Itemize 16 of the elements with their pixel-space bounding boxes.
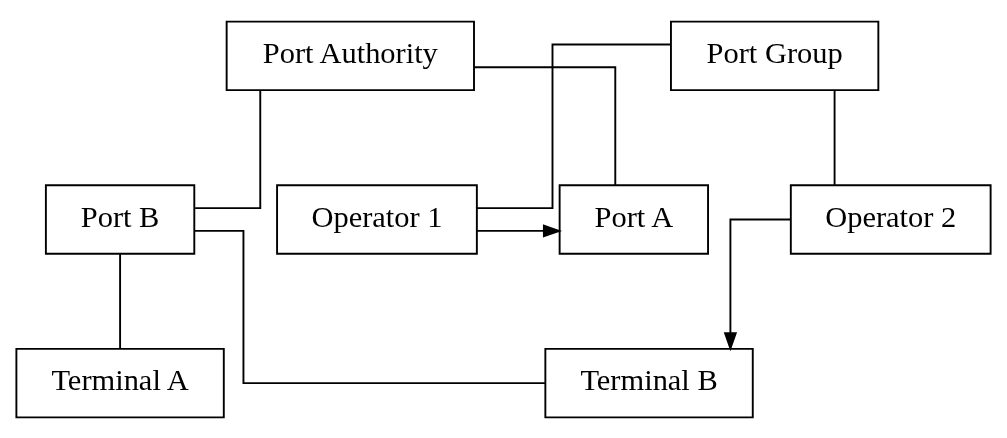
node-box: Terminal B [544, 347, 754, 418]
node-box: Operator 1 [276, 183, 478, 255]
connector [119, 252, 122, 349]
node-box: Port A [558, 183, 709, 255]
connector [193, 229, 547, 384]
connector [194, 88, 262, 209]
node-box: Terminal A [15, 347, 225, 418]
connector [473, 65, 617, 186]
node-box: Operator 2 [789, 183, 992, 255]
connector [833, 89, 836, 186]
arrow [476, 223, 562, 238]
node-box: Port Group [670, 20, 880, 91]
node-box: Port B [44, 183, 196, 255]
arrow [723, 218, 792, 351]
node-box: Port Authority [225, 20, 475, 91]
connector [476, 43, 672, 209]
